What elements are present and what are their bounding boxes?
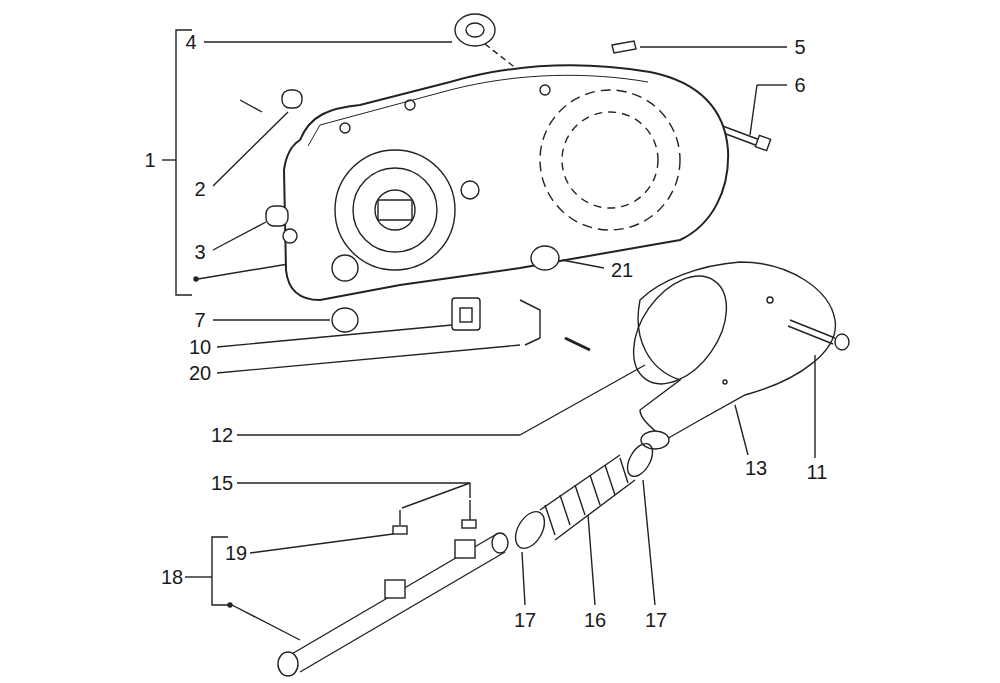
callout-number: 3 bbox=[192, 241, 207, 263]
callout-number: 1 bbox=[142, 149, 157, 171]
callout-number: 19 bbox=[223, 542, 249, 564]
callout-number: 11 bbox=[805, 461, 830, 483]
callout-number: 20 bbox=[187, 362, 213, 384]
callout-number: 12 bbox=[209, 424, 235, 446]
callout-number: 10 bbox=[187, 336, 213, 358]
callout-number: 21 bbox=[609, 259, 635, 281]
callout-number: 13 bbox=[743, 457, 769, 479]
callout-number: 6 bbox=[792, 74, 807, 96]
callout-number: 4 bbox=[183, 31, 198, 53]
callout-number: 5 bbox=[792, 36, 807, 58]
callout-number: 16 bbox=[582, 609, 608, 631]
callout-number: 2 bbox=[192, 178, 207, 200]
callout-number: 15 bbox=[209, 472, 235, 494]
callout-number: 17 bbox=[512, 609, 538, 631]
callout-number: 17 bbox=[643, 609, 669, 631]
callout-number: 18 bbox=[159, 566, 185, 588]
callout-number: 7 bbox=[192, 309, 207, 331]
